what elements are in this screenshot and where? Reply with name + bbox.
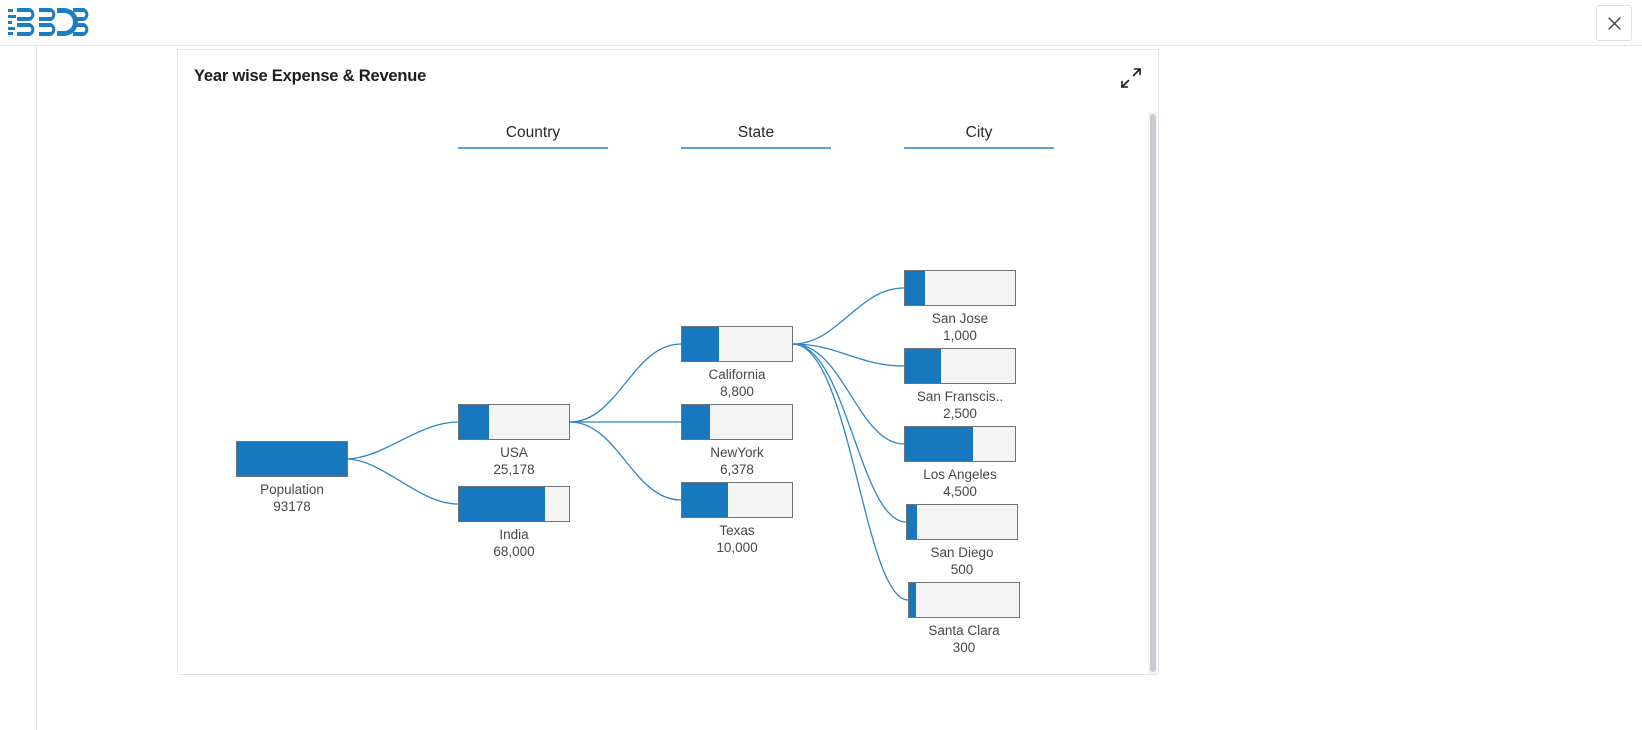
column-header-city-rule — [904, 147, 1054, 149]
tree-node-fill — [905, 271, 925, 305]
tree-node-san-diego[interactable]: San Diego 500 — [906, 504, 1018, 577]
tree-node-bar — [236, 441, 348, 477]
column-header-city-label: City — [965, 124, 993, 141]
bdb-logo[interactable] — [8, 5, 90, 39]
column-header-state-rule — [681, 147, 831, 149]
tree-node-fill — [237, 442, 347, 476]
tree-node-india[interactable]: India 68,000 — [458, 486, 570, 559]
tree-node-fill — [682, 483, 729, 517]
tree-node-value: 2,500 — [943, 406, 977, 421]
tree-node-value: 300 — [952, 640, 976, 655]
expand-button[interactable] — [1120, 67, 1142, 89]
tree-node-fill — [682, 405, 710, 439]
tree-node-fill — [905, 427, 974, 461]
tree-node-value: 93178 — [273, 499, 311, 514]
tree-node-san-jose[interactable]: San Jose 1,000 — [904, 270, 1016, 343]
tree-node-bar — [458, 404, 570, 440]
tree-node-fill — [682, 327, 720, 361]
tree-node-bar — [458, 486, 570, 522]
tree-node-value: 10,000 — [716, 540, 758, 555]
column-header-city: City — [904, 124, 1054, 149]
column-header-country: Country — [458, 124, 608, 149]
tree-node-santa-clara[interactable]: Santa Clara 300 — [908, 582, 1020, 655]
tree-node-label: Texas — [719, 523, 755, 538]
column-header-country-rule — [458, 147, 608, 149]
tree-node-bar — [904, 348, 1016, 384]
tree-node-label: USA — [500, 445, 528, 460]
tree-node-label: California — [708, 367, 766, 382]
tree-node-bar — [681, 326, 793, 362]
tree-node-value: 500 — [950, 562, 974, 577]
tree-node-bar — [681, 404, 793, 440]
close-icon — [1607, 16, 1621, 30]
tree-node-san-francisco[interactable]: San Franscis.. 2,500 — [904, 348, 1016, 421]
expand-arrows-icon — [1121, 68, 1141, 88]
left-rail — [0, 46, 37, 730]
tree-node-usa[interactable]: USA 25,178 — [458, 404, 570, 477]
tree-node-value: 25,178 — [493, 462, 535, 477]
tree-node-texas[interactable]: Texas 10,000 — [681, 482, 793, 555]
chart-card: Year wise Expense & Revenue — [177, 49, 1159, 675]
tree-node-bar — [906, 504, 1018, 540]
close-button[interactable] — [1596, 5, 1632, 41]
column-header-state-label: State — [737, 124, 775, 141]
tree-node-bar — [681, 482, 793, 518]
tree-node-value: 4,500 — [943, 484, 977, 499]
tree-node-newyork[interactable]: NewYork 6,378 — [681, 404, 793, 477]
tree-node-fill — [909, 583, 916, 617]
tree-node-label: San Jose — [931, 311, 989, 326]
tree-node-bar — [904, 270, 1016, 306]
card-scrollbar-thumb[interactable] — [1150, 114, 1156, 672]
tree-node-value: 8,800 — [720, 384, 754, 399]
tree-node-los-angeles[interactable]: Los Angeles 4,500 — [904, 426, 1016, 499]
tree-node-population[interactable]: Population 93178 — [236, 441, 348, 514]
tree-node-label: San Franscis.. — [916, 389, 1004, 404]
page-title: Year wise Expense & Revenue — [194, 67, 427, 85]
top-app-bar — [0, 0, 1642, 46]
tree-node-label: San Diego — [930, 545, 994, 560]
column-header-state: State — [681, 124, 831, 149]
workspace: Year wise Expense & Revenue — [37, 46, 1642, 730]
tree-node-value: 6,378 — [720, 462, 754, 477]
tree-node-label: India — [499, 527, 529, 542]
tree-node-bar — [904, 426, 1016, 462]
column-header-country-label: Country — [505, 124, 561, 141]
tree-node-value: 1,000 — [943, 328, 977, 343]
tree-node-fill — [459, 487, 545, 521]
tree-node-value: 68,000 — [493, 544, 535, 559]
tree-node-fill — [459, 405, 489, 439]
tree-node-label: Santa Clara — [928, 623, 1000, 638]
tree-node-fill — [905, 349, 942, 383]
tree-node-fill — [907, 505, 917, 539]
tree-chart-canvas: Country State City Population 93178 — [178, 106, 1148, 672]
tree-node-california[interactable]: California 8,800 — [681, 326, 793, 399]
tree-node-label: NewYork — [710, 445, 764, 460]
tree-node-label: Los Angeles — [923, 467, 997, 482]
tree-node-bar — [908, 582, 1020, 618]
tree-node-label: Population — [260, 482, 324, 497]
